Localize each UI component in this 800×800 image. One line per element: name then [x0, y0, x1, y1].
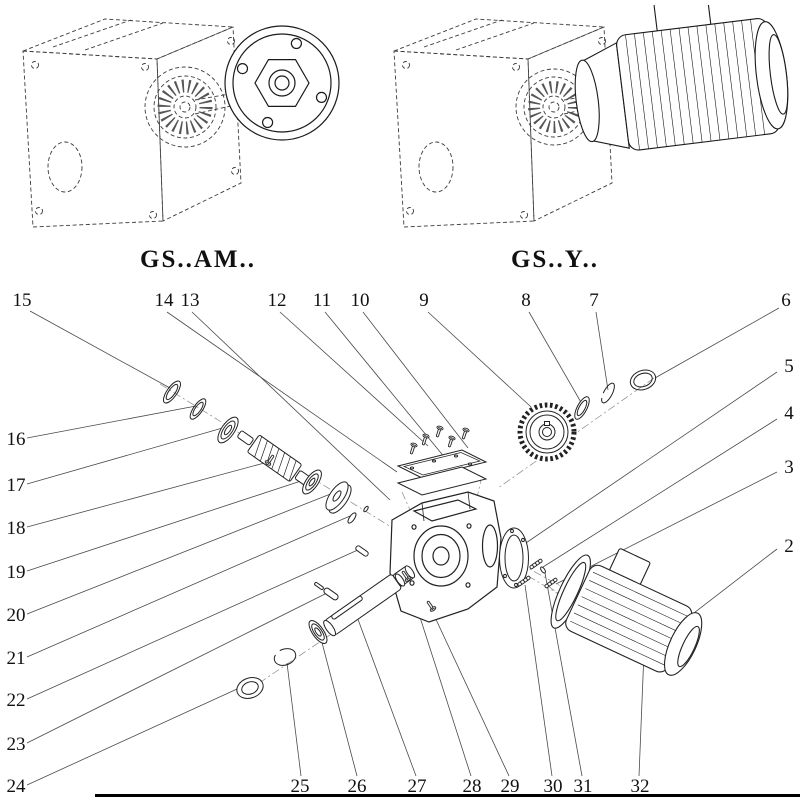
part-circlip-7 — [601, 382, 615, 404]
callout-17: 17 — [7, 475, 26, 496]
part-ring-6 — [629, 369, 657, 391]
part-flange-gasket-5 — [499, 527, 529, 589]
motor-unit — [574, 5, 789, 151]
part-output-shaft — [323, 565, 416, 637]
callout-4: 4 — [784, 403, 794, 424]
leader-lines — [26, 307, 780, 786]
part-ring-16 — [189, 398, 207, 420]
callout-28: 28 — [463, 776, 482, 797]
exploded-view: 15 14 13 12 11 10 9 8 7 6 5 4 3 2 16 17 … — [7, 290, 795, 797]
callout-15: 15 — [13, 290, 32, 311]
callout-13: 13 — [181, 290, 200, 311]
callout-12: 12 — [268, 290, 287, 311]
shaft-boss-ribs — [157, 79, 213, 135]
shaft-boss-ribs — [528, 81, 580, 133]
parts — [162, 369, 703, 699]
callout-10: 10 — [351, 290, 370, 311]
callout-19: 19 — [7, 562, 26, 583]
callout-11: 11 — [313, 290, 331, 311]
part-gear-20 — [325, 481, 352, 514]
variant-label-gs-y: GS..Y.. — [510, 246, 600, 273]
part-bearing-19 — [302, 469, 322, 495]
callout-14: 14 — [155, 290, 175, 311]
callout-16: 16 — [7, 429, 26, 450]
callout-24: 24 — [7, 776, 27, 797]
callout-9: 9 — [419, 290, 429, 311]
part-bearing-17 — [217, 416, 239, 444]
callout-7: 7 — [589, 290, 599, 311]
callout-29: 29 — [501, 776, 520, 797]
input-flange — [224, 25, 340, 141]
callout-2: 2 — [784, 536, 794, 557]
part-motor — [550, 548, 703, 676]
part-oil-seal-15 — [162, 380, 182, 404]
callout-20: 20 — [7, 605, 26, 626]
part-bearing-26 — [308, 620, 328, 644]
variant-label-gs-am: GS..AM.. — [140, 246, 256, 273]
part-key-23 — [314, 581, 339, 601]
part-gear-9 — [517, 402, 577, 462]
callout-numbers: 15 14 13 12 11 10 9 8 7 6 5 4 3 2 16 17 … — [7, 290, 795, 797]
callout-18: 18 — [7, 518, 26, 539]
callout-22: 22 — [7, 690, 26, 711]
drawing-gs-y — [393, 5, 789, 228]
part-spacer-ring — [394, 573, 406, 587]
part-shim-21 — [347, 505, 369, 524]
gearbox-dashed-outline — [393, 18, 613, 228]
callout-6: 6 — [781, 290, 791, 311]
part-pin-22 — [355, 545, 369, 557]
drawing-gs-am — [22, 18, 340, 228]
gearbox-dashed-outline — [22, 18, 242, 228]
callout-26: 26 — [348, 776, 367, 797]
callout-5: 5 — [784, 356, 794, 377]
callout-23: 23 — [7, 734, 26, 755]
callout-32: 32 — [631, 776, 650, 797]
callout-21: 21 — [7, 648, 26, 669]
part-housing — [389, 491, 502, 623]
callout-25: 25 — [291, 776, 310, 797]
callout-27: 27 — [408, 776, 427, 797]
part-studs-and-washer — [516, 558, 559, 589]
callout-8: 8 — [521, 290, 531, 311]
part-bearing-8 — [574, 396, 590, 420]
callout-31: 31 — [574, 776, 593, 797]
part-circlip-25 — [273, 648, 297, 666]
part-cover-plate — [396, 449, 488, 496]
callout-3: 3 — [784, 457, 794, 478]
callout-30: 30 — [544, 776, 563, 797]
page-bottom-rule — [95, 794, 800, 797]
part-oil-seal-24 — [236, 677, 264, 699]
